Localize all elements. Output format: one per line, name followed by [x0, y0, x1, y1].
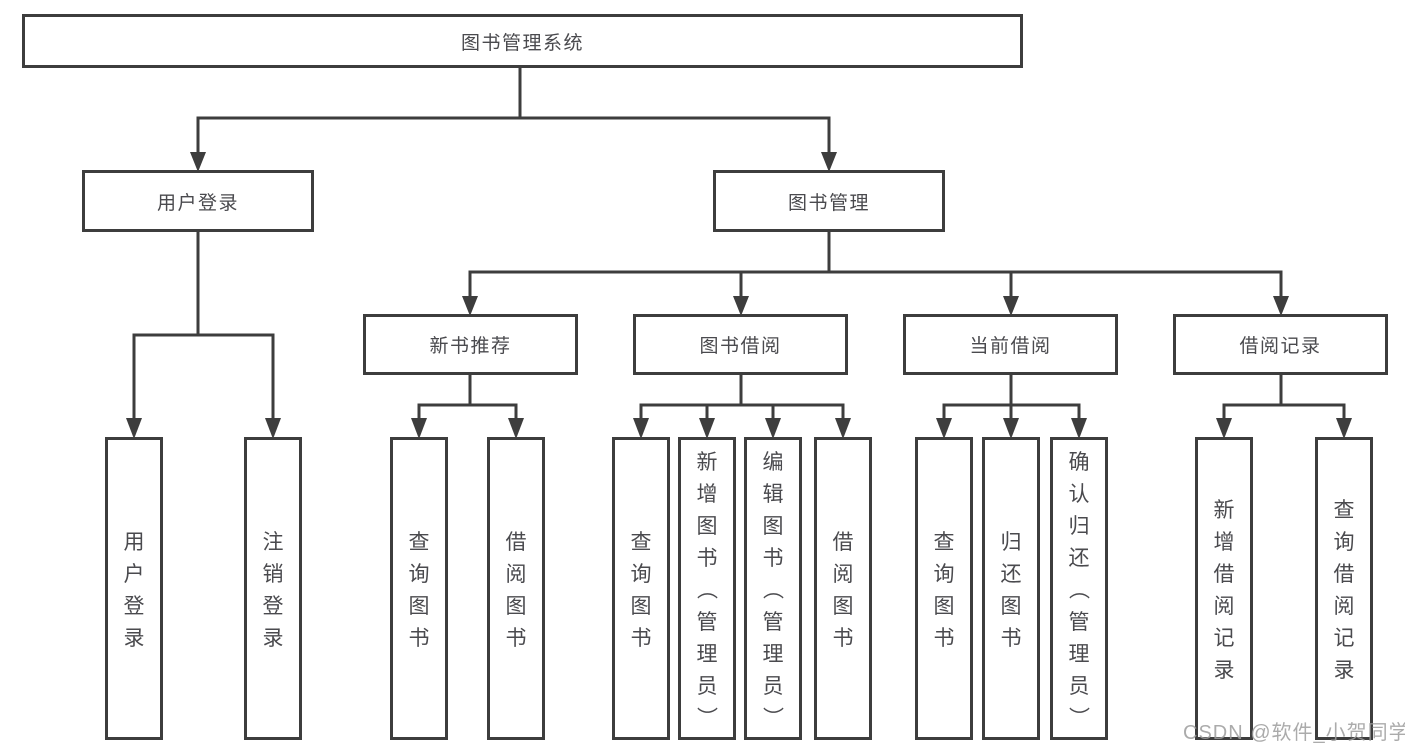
leaf-label: 借阅图书 — [505, 530, 527, 650]
leaf-label: 查询图书 — [630, 530, 652, 650]
leaf-label: 新增图书（管理员） — [694, 450, 718, 728]
leaf-label: 用户登录 — [123, 530, 145, 650]
node-book-borrowing: 图书借阅 — [633, 314, 848, 375]
node-user-login: 用户登录 — [82, 170, 314, 232]
leaf-return-books: 归还图书 — [982, 437, 1040, 740]
leaf-add-borrow-record: 新增借阅记录 — [1195, 437, 1253, 740]
leaf-borrow-books: 借阅图书 — [814, 437, 872, 740]
leaf-query-books-recommend: 查询图书 — [390, 437, 448, 740]
leaf-label: 借阅图书 — [832, 530, 854, 650]
node-new-book-recommendation: 新书推荐 — [363, 314, 578, 375]
leaf-label: 归还图书 — [1000, 530, 1022, 650]
leaf-label: 注销登录 — [262, 530, 284, 650]
leaf-query-borrow-record: 查询借阅记录 — [1315, 437, 1373, 740]
leaf-label: 查询借阅记录 — [1333, 498, 1355, 682]
node-library-management-system: 图书管理系统 — [22, 14, 1023, 68]
watermark: CSDN @软件_小贺同学 — [1183, 722, 1405, 744]
leaf-label: 新增借阅记录 — [1213, 498, 1235, 682]
node-borrowing-records: 借阅记录 — [1173, 314, 1388, 375]
leaf-add-books-admin: 新增图书（管理员） — [678, 437, 736, 740]
leaf-label: 查询图书 — [408, 530, 430, 650]
leaf-logout: 注销登录 — [244, 437, 302, 740]
node-book-management: 图书管理 — [713, 170, 945, 232]
leaf-label: 确认归还（管理员） — [1066, 450, 1090, 728]
leaf-borrow-books-recommend: 借阅图书 — [487, 437, 545, 740]
leaf-query-books-borrow: 查询图书 — [612, 437, 670, 740]
leaf-user-login: 用户登录 — [105, 437, 163, 740]
leaf-label: 编辑图书（管理员） — [760, 450, 784, 728]
leaf-label: 查询图书 — [933, 530, 955, 650]
leaf-confirm-return-admin: 确认归还（管理员） — [1050, 437, 1108, 740]
leaf-edit-books-admin: 编辑图书（管理员） — [744, 437, 802, 740]
leaf-query-books-current: 查询图书 — [915, 437, 973, 740]
node-current-borrowing: 当前借阅 — [903, 314, 1118, 375]
